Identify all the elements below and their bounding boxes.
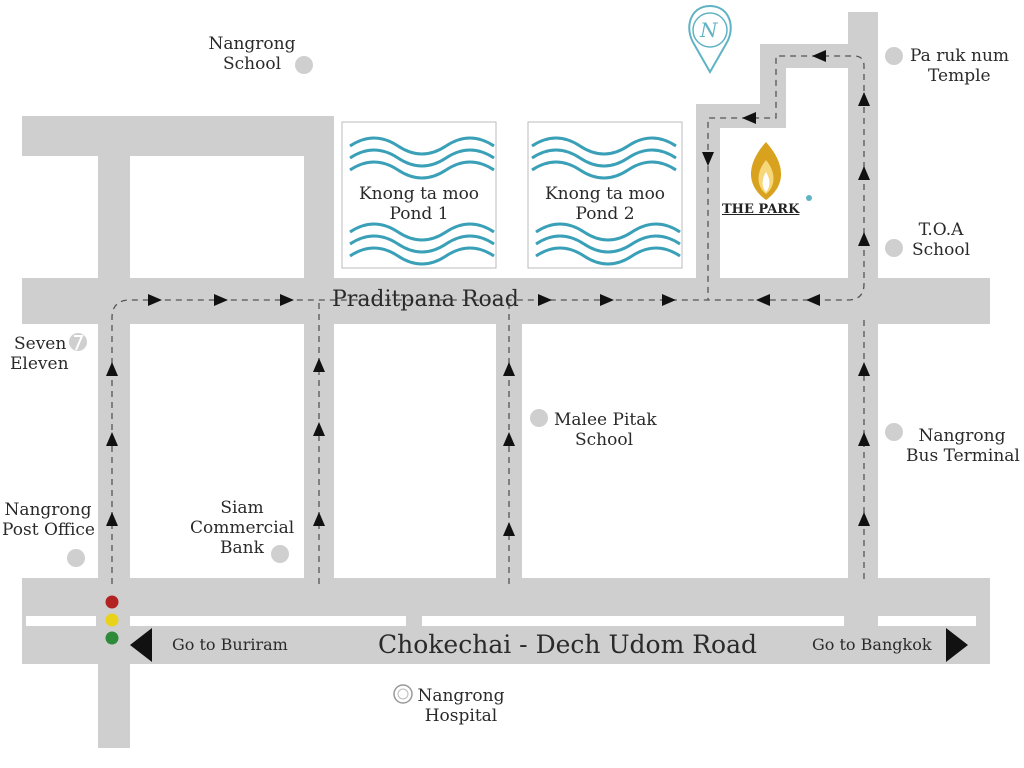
direction-arrow-icon (503, 522, 515, 536)
direction-arrows (106, 50, 870, 536)
go-to-bangkok-label: Go to Bangkok (812, 635, 932, 654)
direction-arrow-icon (503, 432, 515, 446)
pond-1 (341, 121, 497, 269)
direction-arrow-icon (858, 512, 870, 526)
hospital-icon (393, 684, 413, 704)
pond-1-label: Knong ta moo Pond 1 (358, 184, 480, 224)
road-inner-vertical-top (304, 116, 334, 296)
direction-arrow-icon (858, 232, 870, 246)
direction-arrow-icon (214, 294, 228, 306)
direction-arrow-icon (280, 294, 294, 306)
road-east-vertical (848, 12, 878, 592)
place-markers (67, 47, 903, 567)
direction-arrow-icon (106, 362, 118, 376)
road-hotel-access (696, 44, 850, 282)
place-dot-icon (885, 239, 903, 257)
place-dot-icon (271, 545, 289, 563)
direction-arrow-icon (313, 422, 325, 436)
direction-arrow-icon (538, 294, 552, 306)
pin-letter: N (700, 18, 718, 42)
place-label-bus-terminal: Nangrong Bus Terminal (906, 426, 1020, 466)
place-label-siam-bank: Siam Commercial Bank (190, 498, 295, 558)
place-dot-icon (885, 47, 903, 65)
direction-arrow-icon (313, 512, 325, 526)
place-label-toa-school: T.O.A School (911, 220, 971, 260)
place-label-post-office: Nangrong Post Office (2, 500, 95, 540)
road-top-left-horizontal (22, 116, 334, 156)
direction-arrow-icon (148, 294, 162, 306)
direction-arrow-icon (742, 112, 756, 124)
place-dot-icon (885, 423, 903, 441)
road-median (26, 616, 976, 626)
place-dot-icon (295, 56, 313, 74)
flame-logo-icon (750, 142, 812, 201)
place-label-nangrong-school: Nangrong School (208, 34, 296, 74)
direction-arrow-icon (106, 512, 118, 526)
go-to-buriram-label: Go to Buriram (172, 635, 288, 654)
seven-eleven-icon (69, 333, 87, 351)
pond-2-label: Knong ta moo Pond 2 (544, 184, 666, 224)
place-dot-icon (67, 549, 85, 567)
traffic-light-icon (105, 595, 119, 645)
direction-arrow-icon (662, 294, 676, 306)
direction-arrow-icon (756, 294, 770, 306)
direction-arrow-icon (858, 432, 870, 446)
direction-arrow-icon (858, 92, 870, 106)
location-pin-icon (688, 4, 732, 75)
chokechai-road-label: Chokechai - Dech Udom Road (378, 630, 758, 659)
place-label-seven-eleven: Seven Eleven (10, 334, 69, 374)
direction-arrow-icon (313, 358, 325, 372)
direction-arrow-icon (858, 166, 870, 180)
place-label-paruknum-temple: Pa ruk num Temple (910, 46, 1010, 86)
pond-2 (527, 121, 683, 269)
place-label-malee-pitak: Malee Pitak School (554, 410, 657, 450)
place-dot-icon (530, 409, 548, 427)
direction-arrow-icon (503, 362, 515, 376)
arrow-left-icon (130, 628, 152, 662)
direction-arrow-icon (702, 152, 714, 166)
direction-arrow-icon (812, 50, 826, 62)
direction-arrow-icon (106, 432, 118, 446)
direction-arrow-icon (858, 362, 870, 376)
place-label-hospital: Nangrong Hospital (417, 686, 505, 726)
road-left-vertical-top (98, 116, 130, 296)
arrow-right-icon (946, 628, 968, 662)
hotel-name: THE PARK (722, 202, 800, 217)
direction-arrow-icon (600, 294, 614, 306)
direction-arrow-icon (806, 294, 820, 306)
praditpana-road-label: Praditpana Road (332, 287, 519, 312)
